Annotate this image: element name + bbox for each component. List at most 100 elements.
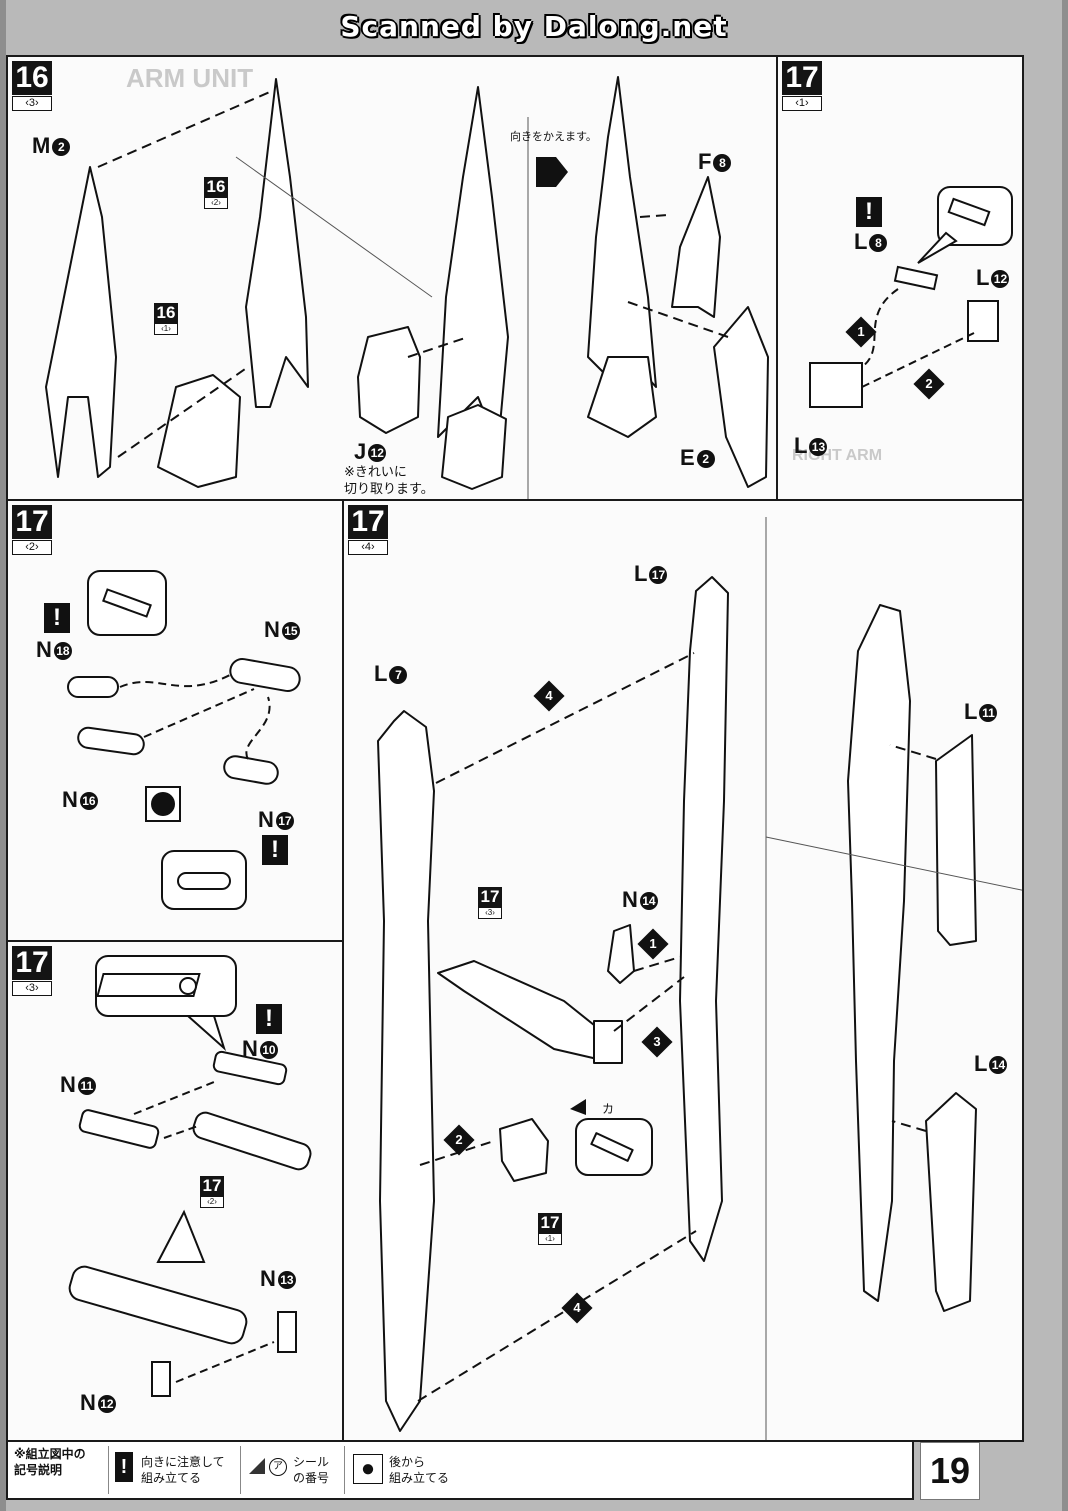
label-l14-letter: L: [974, 1051, 988, 1076]
caution-icon: !: [115, 1452, 133, 1482]
ref-17-3: 17 ‹3›: [478, 887, 502, 919]
label-l13-letter: L: [794, 433, 808, 458]
step-badge: 17 ‹2›: [12, 505, 52, 555]
caution-icon: !: [856, 197, 882, 227]
ref-num: 17: [200, 1176, 224, 1196]
legend-text: 後から 組み立てる: [389, 1455, 450, 1485]
legend-item-caution: ! 向きに注意して 組み立てる: [108, 1446, 243, 1494]
step-number: 17: [348, 505, 388, 539]
part-shell-b: [437, 86, 509, 448]
label-e2-num: 2: [696, 450, 715, 469]
part-sub-17-3: [437, 960, 615, 1062]
step-sub: ‹3›: [12, 981, 52, 996]
order-marker-4a: 4: [533, 680, 565, 712]
symbol-legend: ※組立図中の 記号説明 ! 向きに注意して 組み立てる ア シール の番号 ● …: [6, 1440, 914, 1500]
ref-16-2: 16 ‹2›: [204, 177, 228, 209]
part-l7: [377, 710, 435, 1432]
label-e2-letter: E: [680, 445, 695, 470]
legend-title: ※組立図中の 記号説明: [14, 1447, 86, 1477]
label-n11-num: 11: [77, 1077, 96, 1096]
part-right-arm: [847, 604, 911, 1302]
part-drawings: [68, 955, 312, 1397]
ref-16-1: 16 ‹1›: [154, 303, 178, 335]
step-badge: 17 ‹4›: [348, 505, 388, 555]
order-marker-2: 2: [913, 368, 945, 400]
caution-icon: !: [256, 1004, 282, 1034]
step-number: 17: [12, 505, 52, 539]
label-n13-letter: N: [260, 1266, 276, 1291]
ref-sub: ‹2›: [204, 197, 228, 209]
part-hand-a: [157, 374, 241, 488]
caution-icon: !: [44, 603, 70, 633]
label-n14-letter: N: [622, 887, 638, 912]
step-badge: 17 ‹3›: [12, 946, 52, 996]
order-marker-label: 4: [573, 1300, 581, 1315]
label-l17-num: 17: [649, 566, 668, 585]
ref-sub: ‹2›: [200, 1196, 224, 1208]
part-e2: [713, 306, 769, 488]
label-l12-num: 12: [991, 270, 1010, 289]
later-assembly-icon: ●: [353, 1454, 383, 1484]
legend-text: シール の番号: [293, 1455, 330, 1485]
label-j12-num: 12: [368, 444, 387, 463]
label-n16-num: 16: [79, 792, 98, 811]
label-l11-letter: L: [964, 699, 978, 724]
label-l8-num: 8: [869, 234, 888, 253]
label-n15-num: 15: [281, 622, 300, 641]
panel-step-16-3: ARM UNIT 16 ‹3›: [6, 55, 778, 501]
step-sub: ‹1›: [782, 96, 822, 111]
label-l12-letter: L: [976, 265, 990, 290]
order-marker-label: 1: [649, 936, 657, 951]
order-marker-4b: 4: [561, 1292, 593, 1324]
page-number: 19: [920, 1442, 980, 1500]
label-n11-letter: N: [60, 1072, 76, 1097]
ref-sub: ‹1›: [154, 323, 178, 335]
watermark-header: Scanned by Dalong.net: [340, 10, 728, 43]
note-rotate: 向きをかえます。: [510, 131, 597, 143]
step-sub: ‹3›: [12, 96, 52, 111]
legend-item-later: ● 後から 組み立てる: [344, 1446, 461, 1494]
part-l11: [935, 734, 977, 946]
step-number: 17: [12, 946, 52, 980]
label-l7-num: 7: [389, 666, 408, 685]
step-sub: ‹4›: [348, 540, 388, 555]
ref-sub: ‹3›: [478, 907, 502, 919]
sticker-ref: カ: [602, 1102, 615, 1116]
order-marker-1: 1: [637, 928, 669, 960]
ref-num: 17: [538, 1213, 562, 1233]
label-l13-num: 13: [809, 438, 828, 457]
ghost-title: ARM UNIT: [126, 63, 254, 93]
ref-17-1: 17 ‹1›: [538, 1213, 562, 1245]
label-n17-num: 17: [275, 812, 294, 831]
part-hand-c: [587, 356, 657, 438]
label-m2-num: 2: [52, 138, 71, 157]
part-m2: [45, 166, 117, 478]
step-badge: 16 ‹3›: [12, 61, 52, 111]
note-cut: ※きれいに 切り取ります。: [344, 464, 434, 496]
label-n17-letter: N: [258, 807, 274, 832]
step-number: 16: [12, 61, 52, 95]
label-n14-num: 14: [639, 892, 658, 911]
order-marker-2: 2: [443, 1124, 475, 1156]
sticker-icon: [249, 1458, 265, 1474]
part-shell-c: [587, 76, 657, 388]
label-l17-letter: L: [634, 561, 648, 586]
label-n12-num: 12: [97, 1395, 116, 1414]
order-marker-label: 1: [857, 324, 865, 339]
step-badge: 17 ‹1›: [782, 61, 822, 111]
label-n18-letter: N: [36, 637, 52, 662]
label-f8-letter: F: [698, 149, 712, 174]
